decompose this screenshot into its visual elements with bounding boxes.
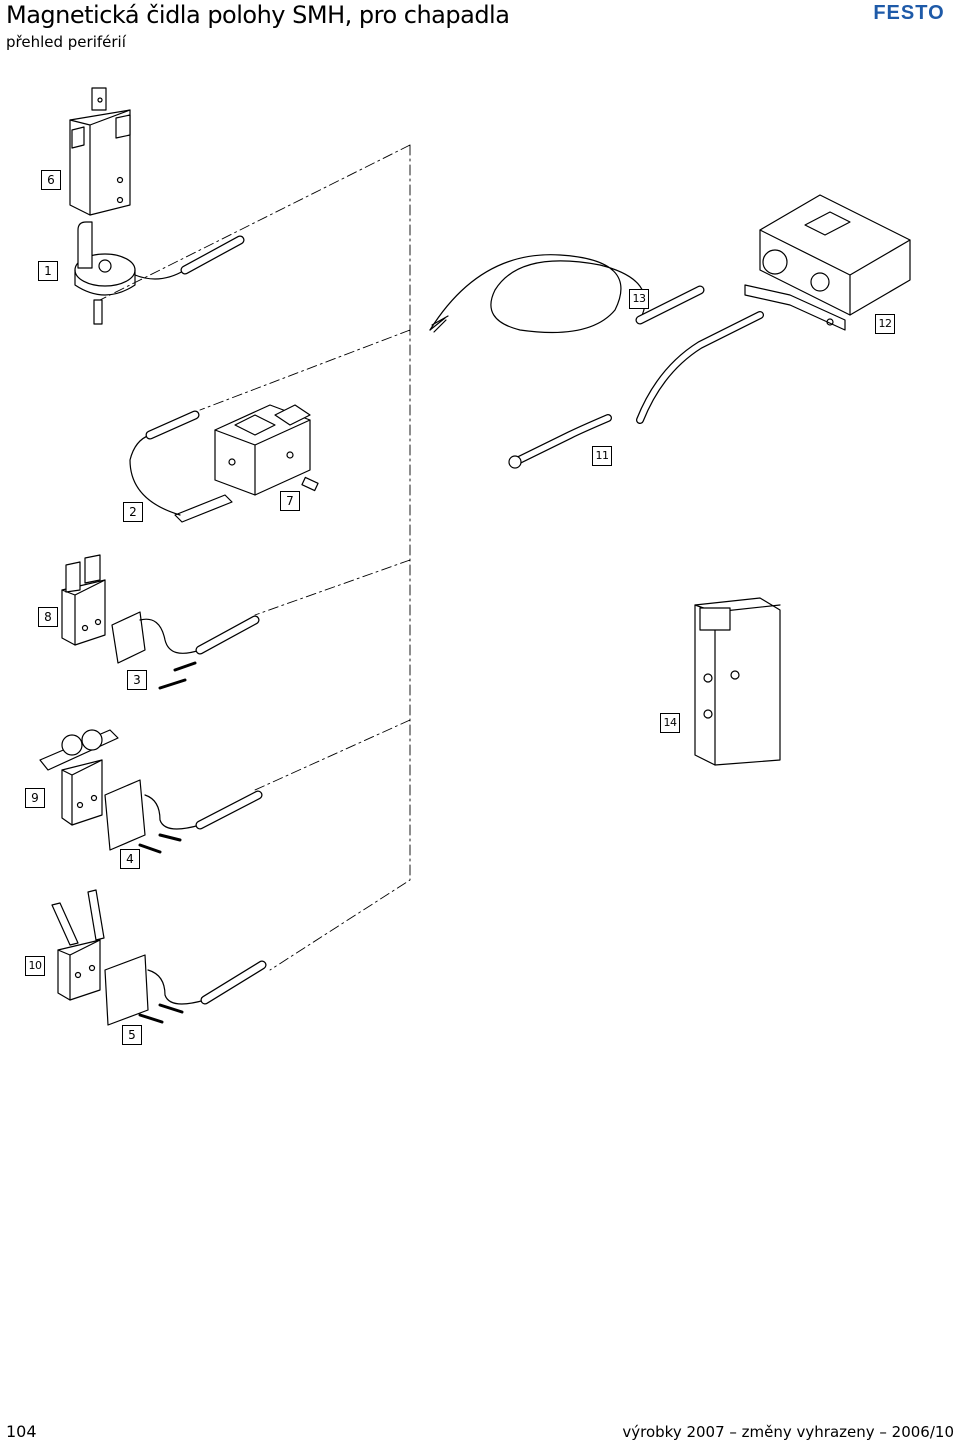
sensor-4 — [104, 779, 263, 854]
peripherals-drawing — [39, 87, 911, 1026]
callout-8: 8 — [38, 607, 58, 627]
callout-5: 5 — [122, 1025, 142, 1045]
callout-10: 10 — [25, 956, 45, 976]
callout-13: 13 — [629, 289, 649, 309]
callout-9: 9 — [25, 788, 45, 808]
page-number: 104 — [6, 1422, 37, 1441]
callout-7: 7 — [280, 491, 300, 511]
sensor-2 — [129, 410, 233, 523]
gripper-9 — [39, 729, 119, 826]
gripper-8 — [61, 554, 106, 646]
gripper-10 — [51, 889, 105, 1001]
sensor-1 — [74, 221, 245, 325]
page-subtitle: přehled periférií — [6, 33, 126, 51]
festo-logo: FESTO — [873, 2, 944, 22]
page-title: Magnetická čidla polohy SMH, pro chapadl… — [6, 1, 510, 29]
cable-13 — [429, 254, 705, 334]
cable-11 — [508, 311, 764, 469]
footer-note: výrobky 2007 – změny vyhrazeny – 2006/10 — [622, 1423, 954, 1441]
callout-1: 1 — [38, 261, 58, 281]
callout-4: 4 — [120, 849, 140, 869]
tester-14 — [694, 597, 781, 766]
callout-6: 6 — [41, 170, 61, 190]
callout-11: 11 — [592, 446, 612, 466]
callout-12: 12 — [875, 314, 895, 334]
routing-line — [99, 144, 411, 971]
logo-text: FESTO — [873, 2, 944, 22]
callout-3: 3 — [127, 670, 147, 690]
gripper-7 — [214, 404, 319, 496]
callout-14: 14 — [660, 713, 680, 733]
callout-2: 2 — [123, 502, 143, 522]
sensor-5 — [104, 954, 267, 1026]
sensor-box-12 — [744, 194, 911, 331]
gripper-6 — [69, 87, 131, 216]
sensor-3 — [111, 611, 260, 690]
